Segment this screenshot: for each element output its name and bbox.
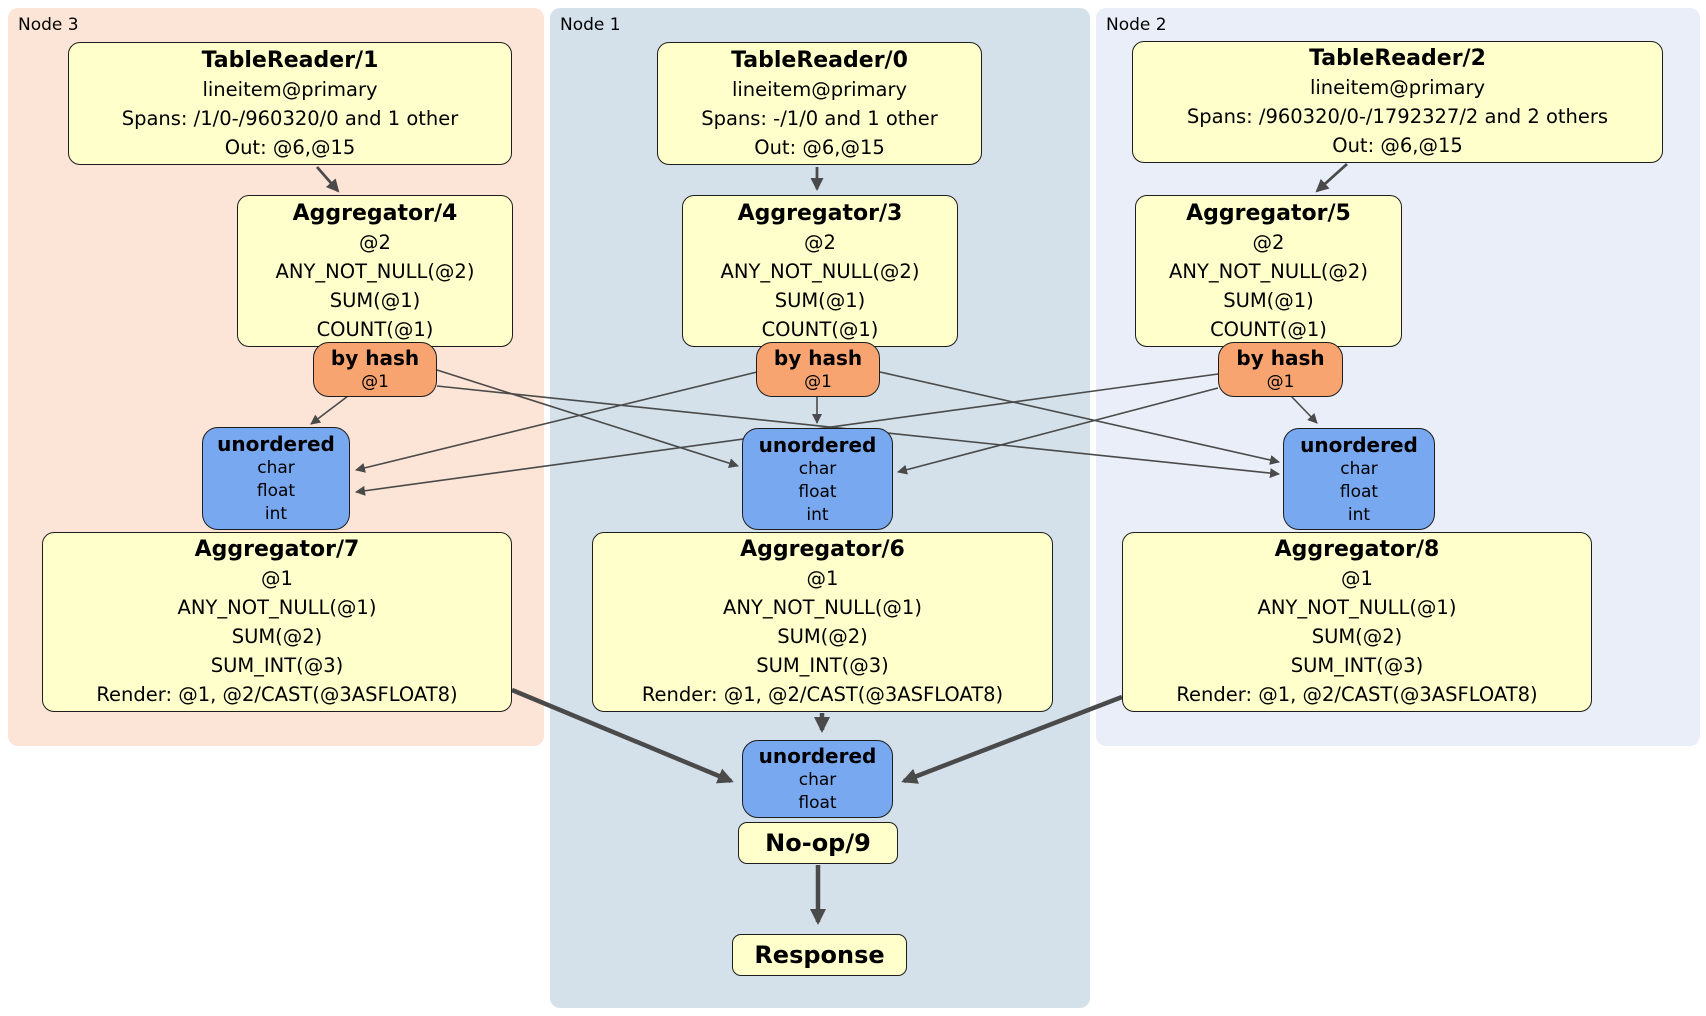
tablereader-to-aggregator-edges — [315, 162, 1348, 193]
sync-col-type: char — [798, 458, 837, 479]
sync-col-type: char — [798, 770, 837, 790]
processor-title: Aggregator/3 — [737, 200, 903, 226]
node-3-label: Node 3 — [18, 15, 79, 35]
sync-col-type: int — [264, 504, 288, 524]
processor-title: Aggregator/5 — [1186, 200, 1351, 226]
sync-title: unordered — [758, 744, 877, 768]
sync-col-type: float — [798, 793, 837, 813]
agg-render: Render: @1, @2/CAST(@3ASFLOAT8) — [96, 683, 458, 706]
processor-tablereader-0: TableReader/0 lineitem@primary Spans: -/… — [657, 42, 982, 165]
agg-fn: COUNT(@1) — [316, 317, 434, 341]
agg-group-cols: @2 — [1252, 230, 1285, 254]
processor-title: Aggregator/8 — [1274, 537, 1440, 562]
router-cols: @1 — [361, 372, 389, 392]
agg-fn: SUM(@1) — [774, 288, 866, 312]
processor-out: Out: @6,@15 — [754, 135, 885, 159]
agg-group-cols: @2 — [359, 230, 391, 254]
processor-aggregator-8: Aggregator/8 @1 ANY_NOT_NULL(@1) SUM(@2)… — [1122, 532, 1592, 712]
sync-unordered-final: unordered char float — [742, 740, 893, 818]
sync-col-type: int — [1347, 504, 1371, 525]
agg-fn: SUM_INT(@3) — [210, 654, 344, 677]
agg-group-cols: @1 — [1341, 567, 1373, 590]
sync-title: unordered — [217, 432, 335, 456]
sync-col-type: char — [1340, 458, 1378, 479]
router-cols: @1 — [804, 372, 832, 392]
router-by-hash-node1: by hash @1 — [756, 342, 880, 397]
agg-group-cols: @1 — [806, 567, 839, 590]
processor-index: lineitem@primary — [1309, 76, 1486, 99]
sync-col-type: float — [1339, 481, 1379, 502]
processor-aggregator-3: Aggregator/3 @2 ANY_NOT_NULL(@2) SUM(@1)… — [682, 195, 958, 347]
agg-fn: COUNT(@1) — [761, 317, 879, 341]
router-by-hash-node2: by hash @1 — [1218, 342, 1343, 397]
agg-fn: ANY_NOT_NULL(@2) — [1169, 259, 1368, 283]
processor-noop-9: No-op/9 — [738, 822, 898, 864]
processor-out: Out: @6,@15 — [1332, 134, 1463, 157]
sync-title: unordered — [1300, 432, 1418, 457]
agg-group-cols: @1 — [261, 567, 293, 590]
agg-group-cols: @2 — [804, 230, 836, 254]
processor-aggregator-7: Aggregator/7 @1 ANY_NOT_NULL(@1) SUM(@2)… — [42, 532, 512, 712]
sync-title: unordered — [758, 432, 877, 457]
processor-title: Aggregator/6 — [740, 537, 905, 562]
agg-fn: ANY_NOT_NULL(@1) — [723, 596, 922, 619]
processor-aggregator-5: Aggregator/5 @2 ANY_NOT_NULL(@2) SUM(@1)… — [1135, 195, 1402, 347]
processor-title: Aggregator/7 — [194, 537, 360, 562]
router-title: by hash — [773, 346, 863, 370]
processor-aggregator-6: Aggregator/6 @1 ANY_NOT_NULL(@1) SUM(@2)… — [592, 532, 1053, 712]
sync-col-type: float — [798, 481, 837, 502]
processor-tablereader-1: TableReader/1 lineitem@primary Spans: /1… — [68, 42, 512, 165]
node-1-label: Node 1 — [560, 15, 621, 35]
agg-render: Render: @1, @2/CAST(@3ASFLOAT8) — [1176, 683, 1538, 706]
final-stage-edges — [511, 687, 1123, 925]
sync-unordered-node2: unordered char float int — [1283, 428, 1435, 530]
agg-fn: SUM(@2) — [777, 625, 868, 648]
processor-aggregator-4: Aggregator/4 @2 ANY_NOT_NULL(@2) SUM(@1)… — [237, 195, 513, 347]
processor-spans: Spans: -/1/0 and 1 other — [701, 106, 938, 130]
router-cols: @1 — [1266, 372, 1295, 392]
agg-fn: ANY_NOT_NULL(@1) — [177, 596, 377, 619]
agg-fn: SUM(@2) — [231, 625, 323, 648]
sync-col-type: char — [257, 458, 295, 478]
processor-title: TableReader/2 — [1309, 46, 1486, 71]
agg-fn: ANY_NOT_NULL(@1) — [1257, 596, 1457, 619]
processor-tablereader-2: TableReader/2 lineitem@primary Spans: /9… — [1132, 41, 1663, 163]
sync-col-type: float — [256, 481, 296, 501]
agg-fn: SUM(@1) — [329, 288, 421, 312]
processor-out: Out: @6,@15 — [224, 135, 356, 159]
agg-fn: ANY_NOT_NULL(@2) — [275, 259, 475, 283]
processor-spans: Spans: /1/0-/960320/0 and 1 other — [121, 106, 459, 130]
processor-title: TableReader/0 — [731, 47, 908, 73]
agg-fn: SUM(@2) — [1311, 625, 1403, 648]
router-title: by hash — [330, 346, 420, 370]
agg-render: Render: @1, @2/CAST(@3ASFLOAT8) — [641, 683, 1004, 706]
sync-unordered-node3: unordered char float int — [202, 427, 350, 530]
sync-col-type: int — [806, 504, 829, 525]
agg-fn: SUM_INT(@3) — [1290, 654, 1424, 677]
processor-index: lineitem@primary — [731, 77, 908, 101]
node-2-label: Node 2 — [1106, 15, 1167, 35]
sync-unordered-node1: unordered char float int — [742, 428, 893, 530]
router-by-hash-node3: by hash @1 — [313, 342, 437, 397]
agg-fn: COUNT(@1) — [1210, 317, 1327, 341]
router-title: by hash — [1236, 346, 1325, 370]
agg-fn: SUM(@1) — [1223, 288, 1314, 312]
agg-fn: ANY_NOT_NULL(@2) — [720, 259, 920, 283]
processor-title: TableReader/1 — [201, 47, 379, 73]
processor-title: No-op/9 — [765, 829, 871, 857]
processor-spans: Spans: /960320/0-/1792327/2 and 2 others — [1186, 105, 1609, 128]
response-box: Response — [732, 934, 907, 976]
processor-index: lineitem@primary — [202, 77, 378, 101]
agg-fn: SUM_INT(@3) — [756, 654, 889, 677]
response-title: Response — [754, 941, 885, 969]
processor-title: Aggregator/4 — [292, 200, 458, 226]
